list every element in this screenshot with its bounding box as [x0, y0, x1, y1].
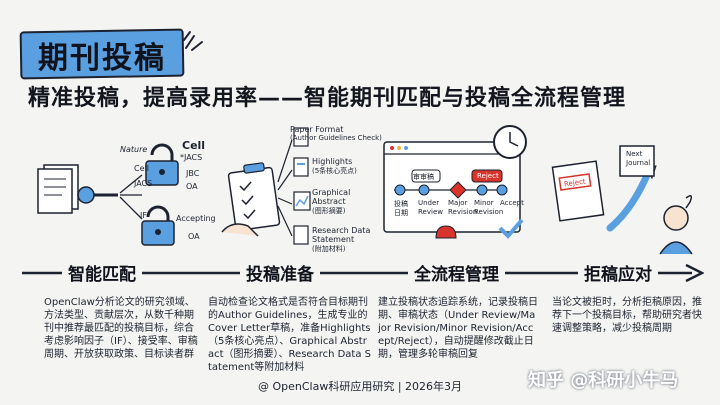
step-review: Review: [418, 208, 443, 216]
section-title-preparation: 投稿准备: [240, 260, 320, 285]
journal-label-jacs: JACS: [134, 179, 153, 188]
prep-item-format: Paper Format: [290, 125, 344, 134]
prep-item-abstract: Abstract: [312, 197, 346, 206]
step-minor-revision: Revision: [474, 208, 504, 216]
section-desc-management: 建立投稿状态追踪系统，记录投稿日期、审稿状态（Under Review/Majo…: [378, 297, 538, 360]
step-accept: Accept: [500, 199, 524, 207]
status-tag-reject: Reject: [477, 172, 499, 180]
prep-item-statement-note: (附加材料): [312, 245, 346, 253]
journal-label-jacs-star: *JACS: [180, 153, 203, 162]
prep-item-highlights: Highlights: [312, 157, 353, 166]
prep-item-highlights-note: (5条核心亮点): [312, 167, 357, 175]
matching-illustration: [37, 143, 179, 246]
journal-label-oa-top: OA: [186, 182, 198, 191]
journal-label-cell-big: Cell: [182, 139, 206, 152]
journal-label-if: IF: [140, 211, 147, 220]
section-desc-matching: OpenClaw分析论文的研究领域、方法类型、贡献层次，从数千种期刊中推荐最匹配…: [44, 297, 198, 360]
step-submit: 投稿: [394, 200, 408, 208]
section-desc-rejection: 当论文被拒时，分析拒稿原因，推荐下一个投稿目标，帮助研究者快速调整策略，减少投稿…: [552, 297, 702, 334]
footer-credit: @ OpenClaw科研应用研究 | 2026年3月: [257, 380, 463, 393]
step-major: Major: [448, 199, 468, 207]
watermark: 知乎 @科研小牛马: [528, 370, 679, 391]
prep-item-research-data: Research Data: [312, 226, 371, 235]
journal-label-jbc: JBC: [186, 169, 200, 178]
prep-item-format-note: (Author Guidelines Check): [290, 134, 382, 142]
prep-item-graphical: Graphical: [312, 188, 351, 197]
prep-item-abstract-note: (图形摘要): [312, 207, 346, 215]
preparation-illustration: [221, 127, 311, 245]
rejection-illustration: [551, 145, 693, 255]
page-subtitle: 精准投稿，提高录用率——智能期刊匹配与投稿全流程管理: [28, 86, 627, 111]
section-title-matching: 智能匹配: [62, 260, 142, 285]
lock-icon-bottom: [141, 205, 175, 246]
lock-icon-top: [145, 143, 179, 186]
prep-item-statement: Statement: [312, 235, 355, 244]
section-desc-preparation: 自动检查论文格式是否符合目标期刊的Author Guidelines，生成专业的…: [208, 297, 371, 373]
page-title: 期刊投稿: [38, 41, 166, 76]
step-major-revision: Revision: [448, 208, 478, 216]
next-journal-line1: Next: [626, 150, 643, 158]
step-under: Under: [418, 199, 440, 207]
section-title-management: 全流程管理: [408, 260, 505, 285]
journal-label-nature: Nature: [120, 145, 148, 154]
section-title-rejection: 拒稿应对: [578, 260, 658, 285]
sparkle-icon: [183, 31, 203, 51]
journal-label-cell: Cell: [134, 164, 149, 173]
next-journal-line2: Journal: [626, 159, 651, 167]
journal-label-oa-bottom: OA: [188, 232, 200, 241]
status-tag-review: 审审稿: [413, 173, 434, 181]
tracking-illustration: [383, 125, 527, 239]
step-submit-date: 日期: [394, 209, 408, 217]
journal-label-accepting: Accepting: [176, 214, 216, 223]
step-minor: Minor: [474, 199, 494, 207]
